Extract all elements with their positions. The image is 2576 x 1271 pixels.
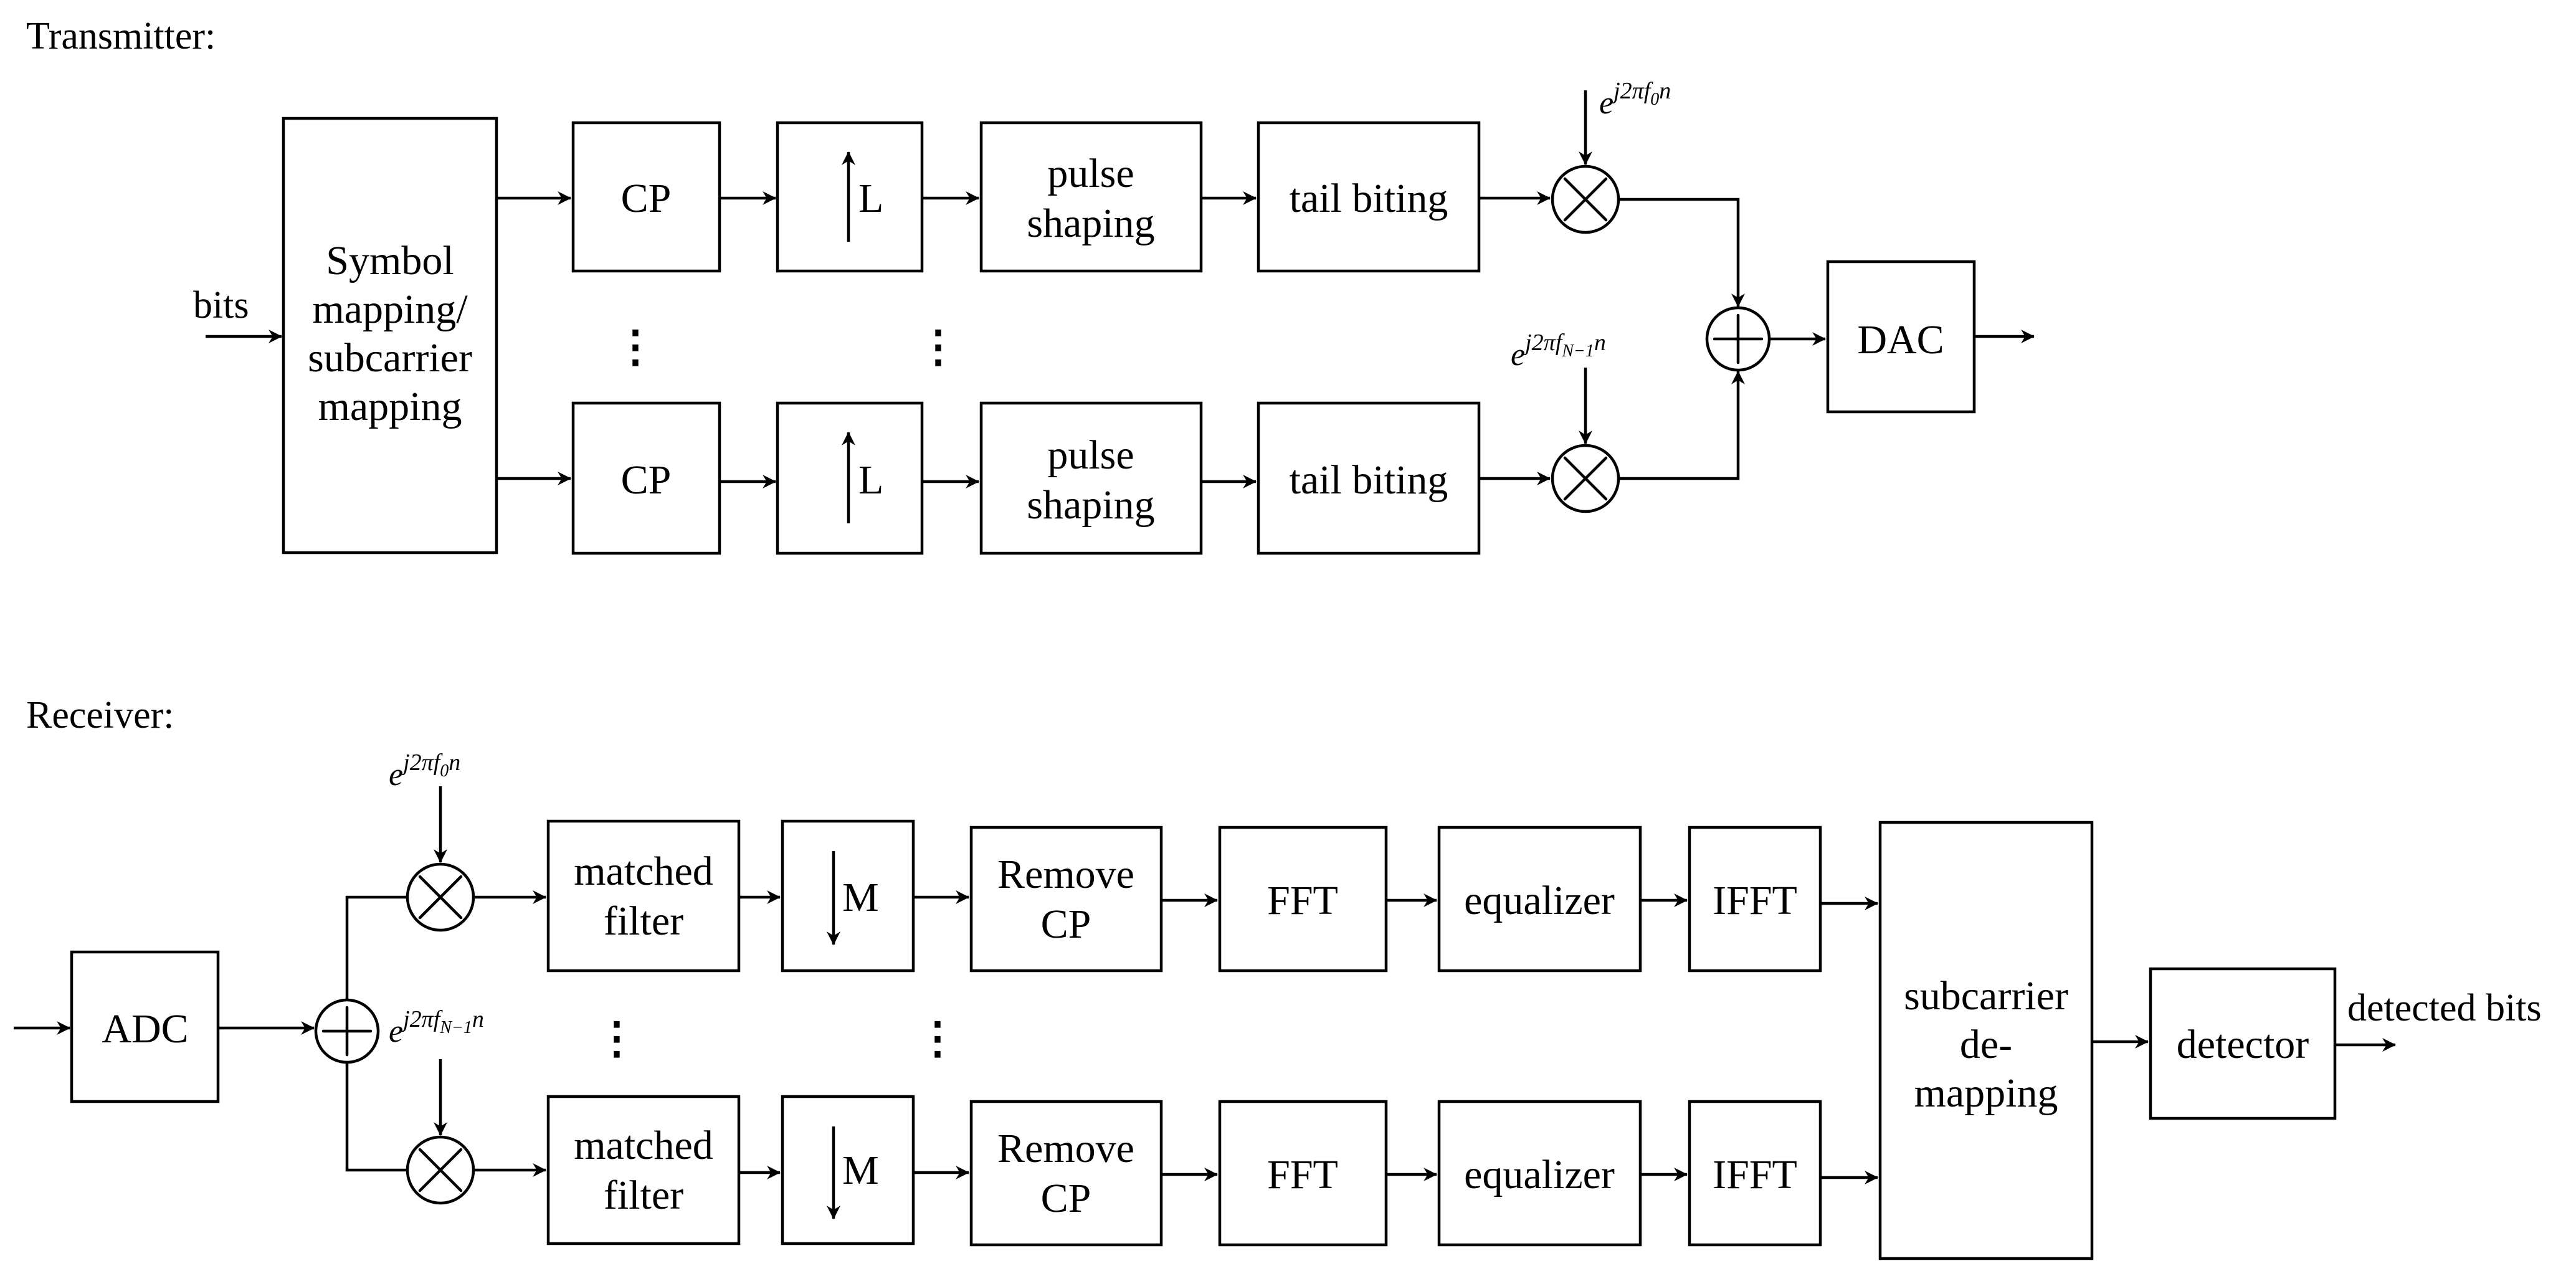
rx-top-downsampler-block: M (781, 819, 915, 973)
tx-bottom-cp-block: CP (571, 401, 721, 555)
subcarrier-demapping-block: subcarrier de- mapping (1878, 821, 2094, 1260)
tx-branch-bottom: CP L pulse shaping tail biting (497, 330, 1745, 555)
tx-dots-right: ⋮ (916, 323, 960, 371)
tx-top-exponential-label: ej2πf0n (1599, 78, 1671, 121)
svg-text:Remove: Remove (997, 852, 1134, 897)
tx-bottom-tail-biting-block: tail biting (1257, 401, 1481, 555)
mapper-line-4: mapping (318, 384, 462, 429)
transmitter-header: Transmitter: (26, 15, 216, 57)
rx-bottom-ifft-block: IFFT (1688, 1100, 1822, 1247)
svg-text:subcarrier: subcarrier (1904, 973, 2068, 1019)
svg-text:ADC: ADC (102, 1006, 188, 1052)
adc-block: ADC (70, 950, 220, 1103)
rx-output-label: detected bits (2347, 987, 2542, 1029)
svg-text:M: M (842, 1148, 879, 1193)
tx-top-upsampler-block: L (776, 121, 924, 273)
rx-branch-bottom: ej2πfN−1n matched filter M Remove CP (389, 1006, 1879, 1247)
tx-bottom-exponential-label: ej2πfN−1n (1511, 330, 1606, 373)
rx-bottom-equalizer-block: equalizer (1437, 1100, 1642, 1247)
rx-bottom-mixer (406, 1135, 475, 1205)
tx-bottom-pulse-shaping-block: pulse shaping (979, 401, 1203, 555)
svg-text:L: L (858, 457, 883, 503)
rx-bottom-downsampler-block: M (781, 1095, 915, 1245)
svg-text:M: M (842, 875, 879, 920)
mapper-line-3: subcarrier (308, 335, 472, 381)
rx-bottom-exponential-label: ej2πfN−1n (389, 1006, 484, 1049)
svg-text:equalizer: equalizer (1464, 878, 1615, 923)
svg-text:CP: CP (1041, 902, 1091, 947)
rx-top-ifft-block: IFFT (1688, 826, 1822, 973)
tx-top-cp-block: CP (571, 121, 721, 273)
tx-bottom-upsampler-block: L (776, 401, 924, 555)
tx-top-mixer (1551, 164, 1620, 234)
rx-dots-right: ⋮ (916, 1015, 959, 1063)
rx-bottom-fft-block: FFT (1218, 1100, 1388, 1247)
svg-text:pulse: pulse (1047, 151, 1134, 196)
tx-top-tail-biting-block: tail biting (1257, 121, 1481, 273)
svg-text:detector: detector (2177, 1022, 2309, 1067)
svg-text:pulse: pulse (1047, 432, 1134, 478)
svg-text:filter: filter (604, 898, 683, 944)
rx-bottom-matched-filter-block: matched filter (546, 1095, 741, 1245)
svg-text:tail biting: tail biting (1290, 457, 1448, 503)
rx-branch-top: ej2πf0n matched filter M Remove CP (389, 750, 1879, 973)
receiver-header: Receiver: (26, 694, 174, 736)
rx-top-fft-block: FFT (1218, 826, 1388, 973)
rx-bottom-remove-cp-block: Remove CP (969, 1100, 1163, 1247)
tx-dots-left: ⋮ (614, 323, 657, 371)
svg-text:mapping: mapping (1914, 1070, 2058, 1116)
mapper-line-1: Symbol (326, 238, 454, 283)
tx-bottom-mixer (1551, 444, 1620, 513)
tx-top-pulse-shaping-block: pulse shaping (979, 121, 1203, 273)
rx-top-mixer (406, 862, 475, 932)
rx-top-matched-filter-block: matched filter (546, 819, 741, 973)
svg-text:CP: CP (1041, 1176, 1091, 1221)
svg-text:IFFT: IFFT (1713, 1152, 1797, 1197)
mapper-line-2: mapping/ (312, 287, 468, 332)
svg-text:shaping: shaping (1027, 482, 1154, 528)
symbol-mapping-block: Symbol mapping/ subcarrier mapping (282, 117, 498, 555)
receiver-section: Receiver: ADC ej2πf0n matche (14, 694, 2542, 1260)
transmitter-section: Transmitter: bits Symbol mapping/ subcar… (26, 15, 2035, 555)
svg-text:tail biting: tail biting (1290, 176, 1448, 221)
svg-text:CP: CP (621, 176, 672, 221)
svg-text:equalizer: equalizer (1464, 1152, 1615, 1197)
rx-top-exponential-label: ej2πf0n (389, 750, 460, 793)
svg-text:shaping: shaping (1027, 201, 1154, 246)
svg-text:IFFT: IFFT (1713, 878, 1797, 923)
tx-adder (1705, 306, 1771, 372)
detector-block: detector (2149, 967, 2337, 1120)
svg-text:FFT: FFT (1267, 1152, 1338, 1197)
svg-text:DAC: DAC (1857, 317, 1944, 363)
rx-dots-left: ⋮ (595, 1015, 639, 1063)
svg-text:CP: CP (621, 457, 672, 503)
svg-text:filter: filter (604, 1173, 683, 1218)
svg-text:FFT: FFT (1267, 878, 1338, 923)
tx-input-label: bits (193, 284, 249, 326)
svg-text:de-: de- (1960, 1022, 2012, 1067)
svg-text:L: L (858, 176, 883, 221)
rx-top-remove-cp-block: Remove CP (969, 826, 1163, 973)
svg-text:Remove: Remove (997, 1126, 1134, 1171)
svg-text:matched: matched (574, 1123, 713, 1168)
rx-top-equalizer-block: equalizer (1437, 826, 1642, 973)
rx-adder (314, 998, 380, 1064)
svg-text:matched: matched (574, 849, 713, 894)
dac-block: DAC (1826, 260, 1976, 414)
tx-branch-top: CP L pulse shaping tail biting (497, 78, 1745, 308)
